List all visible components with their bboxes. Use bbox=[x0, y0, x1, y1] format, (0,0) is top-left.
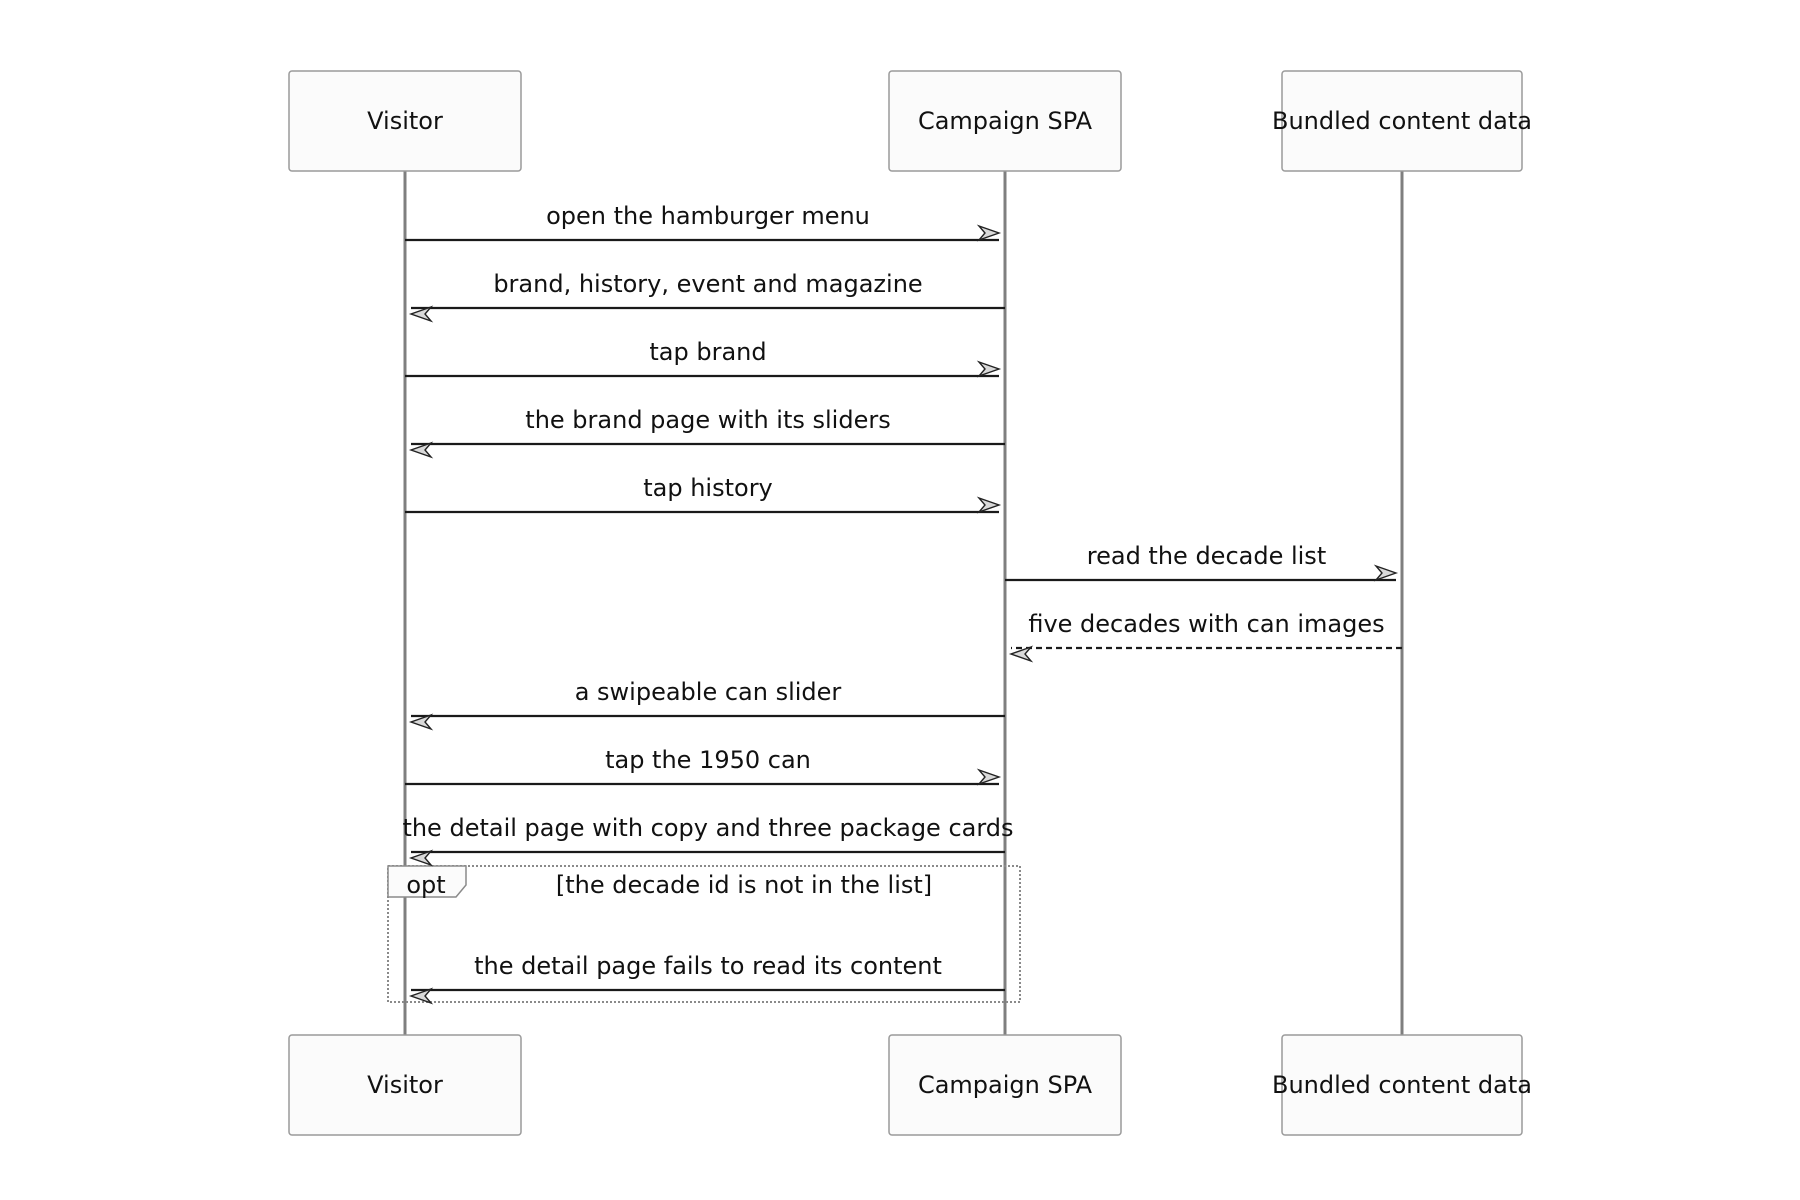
message-9: tap the 1950 can bbox=[405, 746, 1002, 786]
arrowhead-icon bbox=[976, 496, 1002, 514]
participant-bottom-visitor: Visitor bbox=[288, 1034, 522, 1136]
message-4: the brand page with its sliders bbox=[408, 406, 1005, 459]
message-6: read the decade list bbox=[1005, 542, 1399, 582]
message-label: the brand page with its sliders bbox=[525, 406, 890, 434]
participant-box bbox=[288, 70, 522, 172]
opt-fragment: opt [the decade id is not in the list] bbox=[387, 865, 1021, 1003]
participant-top-content: Bundled content data bbox=[1272, 70, 1532, 172]
participant-label: Campaign SPA bbox=[918, 1071, 1093, 1099]
message-8: a swipeable can slider bbox=[408, 678, 1005, 731]
arrowhead-icon bbox=[1008, 645, 1034, 663]
message-11: the detail page fails to read its conten… bbox=[408, 952, 1005, 1005]
message-label: five decades with can images bbox=[1028, 610, 1384, 638]
message-label: the detail page with copy and three pack… bbox=[402, 814, 1013, 842]
participant-box bbox=[1281, 1034, 1523, 1136]
arrowhead-icon bbox=[408, 713, 434, 731]
message-1: open the hamburger menu bbox=[405, 202, 1002, 242]
message-label: the detail page fails to read its conten… bbox=[474, 952, 942, 980]
participant-box bbox=[888, 1034, 1122, 1136]
message-label: tap history bbox=[643, 474, 773, 502]
participant-box bbox=[888, 70, 1122, 172]
opt-fragment-condition: [the decade id is not in the list] bbox=[556, 871, 932, 899]
participant-top-spa: Campaign SPA bbox=[888, 70, 1122, 172]
message-label: a swipeable can slider bbox=[575, 678, 842, 706]
participant-label: Bundled content data bbox=[1272, 107, 1532, 135]
message-7: five decades with can images bbox=[1008, 610, 1402, 663]
participant-top-visitor: Visitor bbox=[288, 70, 522, 172]
participant-box bbox=[288, 1034, 522, 1136]
participant-label: Campaign SPA bbox=[918, 107, 1093, 135]
lifelines bbox=[403, 171, 1404, 1035]
participant-label: Bundled content data bbox=[1272, 1071, 1532, 1099]
arrowhead-icon bbox=[408, 441, 434, 459]
participant-box bbox=[1281, 70, 1523, 172]
opt-fragment-tab bbox=[387, 865, 467, 898]
opt-fragment-keyword: opt bbox=[406, 871, 445, 899]
arrowhead-icon bbox=[976, 768, 1002, 786]
arrowhead-icon bbox=[976, 360, 1002, 378]
message-label: open the hamburger menu bbox=[546, 202, 870, 230]
participant-bottom-spa: Campaign SPA bbox=[888, 1034, 1122, 1136]
message-3: tap brand bbox=[405, 338, 1002, 378]
message-label: tap brand bbox=[649, 338, 766, 366]
messages: open the hamburger menu brand, history, e… bbox=[402, 202, 1402, 1005]
participant-bottom-content: Bundled content data bbox=[1272, 1034, 1532, 1136]
arrowhead-icon bbox=[976, 224, 1002, 242]
message-label: tap the 1950 can bbox=[605, 746, 811, 774]
participant-label: Visitor bbox=[367, 1071, 443, 1099]
message-10: the detail page with copy and three pack… bbox=[402, 814, 1014, 867]
message-label: brand, history, event and magazine bbox=[493, 270, 922, 298]
arrowhead-icon bbox=[408, 305, 434, 323]
arrowhead-icon bbox=[1373, 564, 1399, 582]
arrowhead-icon bbox=[408, 849, 434, 867]
opt-fragment-frame bbox=[387, 865, 1021, 1003]
message-2: brand, history, event and magazine bbox=[408, 270, 1005, 323]
arrowhead-icon bbox=[408, 987, 434, 1005]
message-label: read the decade list bbox=[1087, 542, 1326, 570]
message-5: tap history bbox=[405, 474, 1002, 514]
participant-label: Visitor bbox=[367, 107, 443, 135]
